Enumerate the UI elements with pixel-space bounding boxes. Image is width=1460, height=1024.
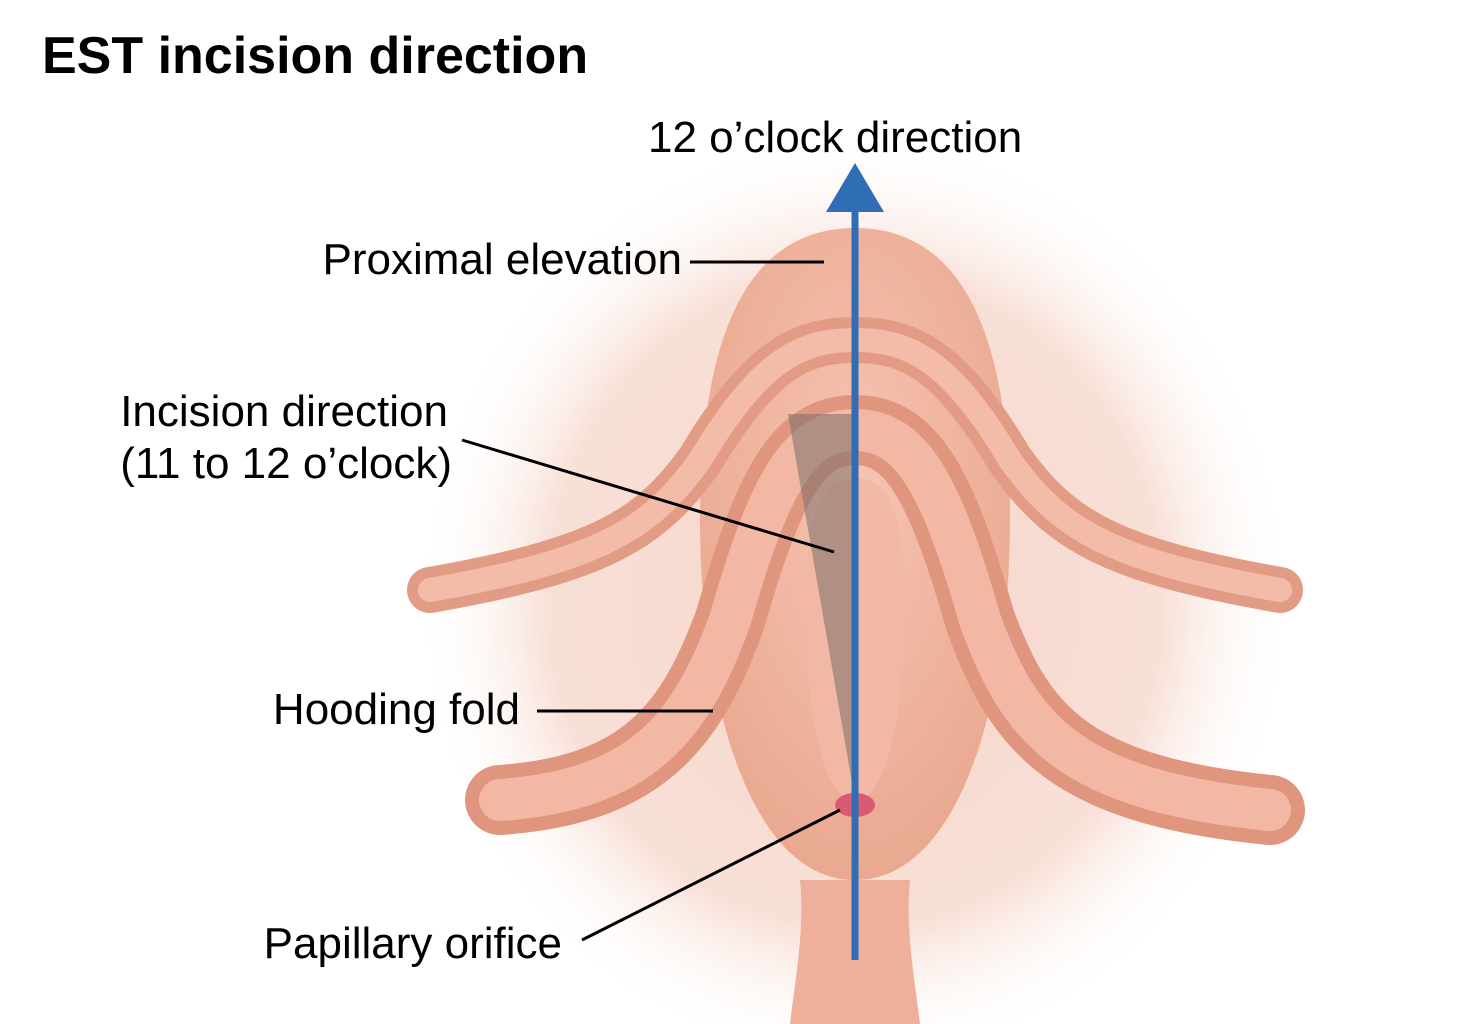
arrowhead-icon bbox=[826, 163, 884, 212]
leader-incision bbox=[461, 438, 835, 554]
diagram-title: EST incision direction bbox=[42, 27, 589, 85]
label-twelve-oclock: 12 o’clock direction bbox=[648, 113, 1023, 162]
label-incision-line2: (11 to 12 o’clock) bbox=[120, 439, 452, 488]
incision-wedge bbox=[788, 414, 855, 800]
leader-papillary bbox=[581, 808, 841, 942]
label-proximal-elevation: Proximal elevation bbox=[322, 235, 683, 284]
label-hooding-fold: Hooding fold bbox=[272, 685, 520, 734]
label-incision-line1: Incision direction bbox=[120, 387, 448, 436]
label-papillary-orifice: Papillary orifice bbox=[263, 919, 562, 968]
label-incision-direction: Incision direction (11 to 12 o’clock) bbox=[120, 386, 452, 490]
